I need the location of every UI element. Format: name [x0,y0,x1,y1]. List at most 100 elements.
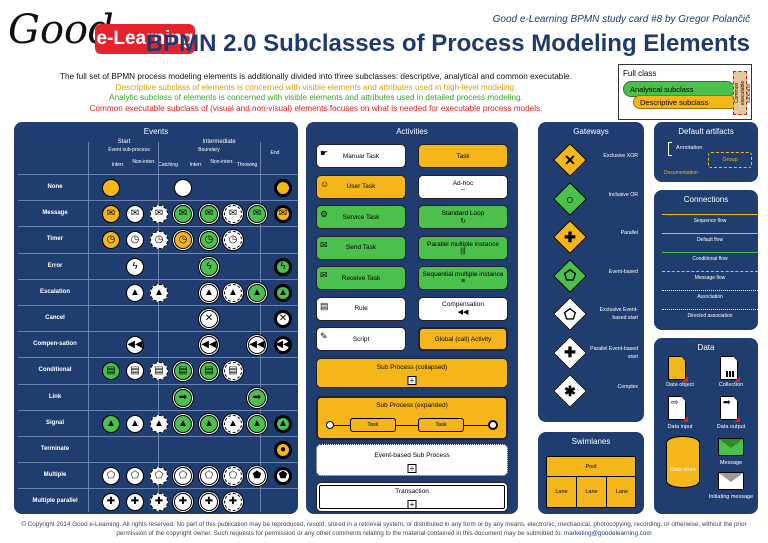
end-event-icon [488,420,498,430]
event-subprocess[interactable]: Event-based Sub Process + [316,444,508,476]
event-row-label: Signal [45,419,64,426]
activity-parallel-multiple-instance[interactable]: Parallel multiple instance||| [418,235,508,260]
col-interr: Interr. [111,162,125,168]
connections-title: Connections [683,195,729,204]
message-event-icon: ✉ [174,205,192,224]
activity-task[interactable]: Task [418,144,508,168]
col-interr-2: Interr. [189,162,203,168]
event-row-label: Compen-sation [33,341,77,348]
lane-label: Lane [615,489,629,495]
subprocess-expanded-label: Sub Process (expanded) [376,402,448,409]
task-type-icon: ✉ [320,270,328,280]
activity-marker-icon: ≡ [460,278,466,285]
signal-event-icon: ▲ [150,414,168,433]
activity-label: Receive Task [341,274,381,282]
col-throwing: Throwing [236,162,258,168]
activity-service-task[interactable]: ⚙Service Task [316,205,406,229]
data-title: Data [697,343,715,352]
col-start: Start [117,139,131,145]
activity-sequential-multiple-instance[interactable]: Sequential multiple instance≡ [418,266,508,290]
intro-line: Descriptive subclass of elements is conc… [115,82,517,92]
complex-gateway-symbol: ✱ [564,382,576,399]
data-object-label: Data object [666,382,694,388]
activity-label: Ad-hoc [452,179,474,187]
connection-label: Default flow [696,237,724,243]
activity-label: Parallel multiple instance [427,240,499,248]
activity-label: Manual Task [342,152,380,160]
event-row-signal: Signal▲▲▲▲▲▲▲▲ [18,409,298,436]
gateway-label: Inclusive OR [608,191,638,198]
conditional-event-icon: ▤ [150,362,168,381]
data-input-icon: ⇨ [668,396,686,420]
escalation-event-icon: ▲ [200,283,218,302]
connection-label: Sequence flow [693,218,727,224]
connection-line [662,271,758,272]
signal-event-icon: ▲ [274,414,292,433]
subprocess-expanded[interactable]: Sub Process (expanded) Task Task [316,396,508,440]
conditional-event-icon: ▤ [126,362,144,381]
data-object-icon [668,356,686,380]
activity-standard-loop[interactable]: Standard Loop↻ [418,205,508,229]
multiple-parallel-event-icon: ✚ [150,493,168,512]
footer-email-link[interactable]: marketing@goodelearning.com [564,530,652,537]
col-boundary: Boundary [198,147,220,153]
footer-text: © Copyright 2014 Good e-Learning. All ri… [21,521,747,537]
col-event-sub: Event sub-process [108,147,150,153]
inner-task: Task [350,418,396,432]
intro-line: Analytic subclass of elements is concern… [109,93,523,102]
connection-label: Directed association [687,313,733,319]
plus-marker-icon: + [407,376,417,385]
connection-label: Message flow [694,275,726,281]
event-subprocess-label: Event-based Sub Process [374,452,450,459]
inner-task: Task [418,418,464,432]
connection-line [662,290,758,291]
event-row-compensation: Compen-sation◀◀◀◀◀◀◀◀ [18,331,298,357]
start-event-icon [326,421,334,429]
data-output-label: Data output [716,424,746,430]
event-row-cancel: Cancel✕✕ [18,305,298,331]
transaction[interactable]: Transaction + [316,482,508,512]
activity-send-task[interactable]: ✉Send Task [316,235,406,260]
event-row-label: Cancel [45,315,65,321]
activity-script[interactable]: ✎Script [316,327,406,351]
pool: Pool Lane Lane Lane [546,456,636,508]
gateway-label: Exclusive Event-based start [599,307,638,321]
multiple-event-icon: ⬠ [200,467,218,486]
activities-title: Activities [396,127,428,136]
collection-label: Collection [718,382,744,388]
event-row-label: Error [47,262,63,269]
multiple-event-icon: ⬟ [274,467,292,486]
subprocess-collapsed-label: Sub Process (collapsed) [376,364,448,371]
activity-rule[interactable]: ▤Rule [316,296,406,321]
event-row-conditional: Conditional▤▤▤▤▤▤ [18,357,298,383]
activity-global-call-activity[interactable]: Global (call) Activity [418,327,508,351]
inclusive-gateway-symbol: ○ [565,190,575,207]
compensation-event-icon: ◀◀ [200,336,218,355]
events-title: Events [143,127,169,136]
activity-receive-task[interactable]: ✉ Receive Task [316,266,406,290]
activity-ad-hoc[interactable]: Ad-hoc~ [418,174,508,199]
initiating-message-label: Initiating message [708,494,754,500]
data-store-icon: Data store [666,436,700,488]
activity-label: Standard Loop [441,209,485,217]
activity-marker-icon: ||| [460,247,466,255]
gateways-title: Gateways [573,127,609,136]
data-output-icon: ➡ [720,396,738,420]
exclusive-gateway-symbol: ✕ [564,151,576,168]
conditional-event-icon: ▤ [224,362,242,381]
error-event-icon: ϟ [274,257,292,276]
activity-user-task[interactable]: ☺User Task [316,174,406,199]
none-event-icon [174,179,192,197]
exclusive-event-start-gateway-symbol: ⬠ [563,305,577,322]
event-row-link: Link➡➡ [18,383,298,410]
message-icon [718,438,744,456]
message-event-icon: ✉ [224,205,242,224]
event-row-label: Conditional [38,367,72,374]
activity-marker-icon: ~ [460,186,466,194]
subprocess-collapsed[interactable]: Sub Process (collapsed) + [316,358,508,388]
activity-compensation[interactable]: Compensation◀◀ [418,296,508,321]
activity-manual-task[interactable]: ☛Manual Task [316,144,406,168]
connection-line [662,309,758,310]
multiple-parallel-event-icon: ✚ [126,493,144,512]
